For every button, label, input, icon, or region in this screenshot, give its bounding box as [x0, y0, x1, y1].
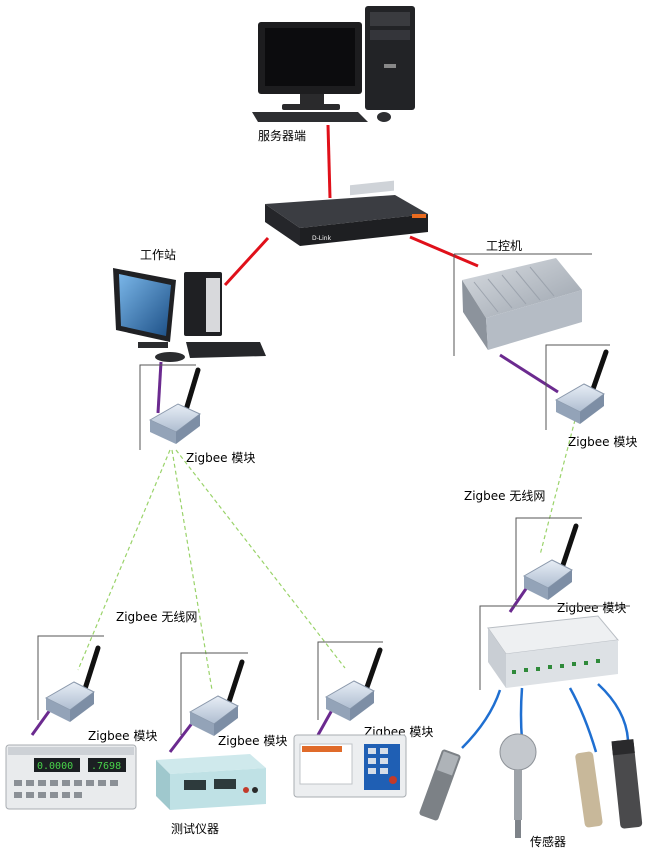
zigbee-module-workstation: [139, 364, 201, 450]
zigbee-module-workstation-label: Zigbee 模块: [186, 451, 255, 465]
wireless-ws-tester: [175, 449, 346, 669]
network-switch: D-Link: [265, 180, 428, 246]
instruments-label: 测试仪器: [171, 821, 219, 836]
zigbee-module-power-label: Zigbee 模块: [218, 734, 287, 748]
tester-instrument: [293, 734, 407, 798]
tester-module-link: [316, 709, 334, 736]
zigbee-module-power: [180, 652, 248, 736]
workstation-computer: [113, 268, 266, 362]
wired-links: [223, 124, 479, 287]
server-keyboard: [252, 112, 368, 122]
server-computer: [252, 6, 415, 122]
wireless-links: [77, 419, 576, 691]
switch-ipc-link: [409, 235, 479, 268]
power-supply-instrument: [156, 754, 266, 810]
zigbee-network-right-label: Zigbee 无线网: [464, 489, 545, 503]
zigbee-module-hub-label: Zigbee 模块: [557, 601, 626, 615]
switch-workstation-link: [223, 236, 270, 287]
meter-module-link: [30, 709, 52, 736]
workstation-mouse: [155, 352, 185, 362]
zigbee-module-tester: [317, 641, 383, 721]
workstation-module-link: [156, 361, 163, 414]
zigbee-module-meter: [37, 635, 104, 722]
workstation-keyboard: [186, 342, 266, 358]
zigbee-network-left-label: Zigbee 无线网: [116, 610, 197, 624]
digital-meter-instrument: 0.0000 .7698: [5, 744, 137, 810]
proximity-sensor: [611, 739, 643, 829]
pressure-sensor: [419, 749, 461, 821]
meter-display-1: 0.0000: [37, 761, 73, 772]
ipc-module-link: [499, 353, 559, 394]
industrial-pc: [453, 253, 592, 356]
data-acquisition-unit: [479, 605, 630, 690]
wireless-ws-power: [171, 449, 213, 691]
zigbee-module-ipc-label: Zigbee 模块: [568, 435, 637, 449]
wireless-ws-meter: [77, 449, 171, 671]
switch-brand: D-Link: [312, 235, 332, 242]
temperature-sensor: [499, 733, 537, 838]
zigbee-module-hub: [515, 517, 582, 600]
server-mouse: [377, 112, 391, 122]
wireless-ipc-hub: [539, 419, 576, 556]
meter-display-2: .7698: [91, 761, 121, 772]
zigbee-module-ipc: [545, 344, 610, 430]
server-label: 服务器端: [258, 128, 306, 143]
power-module-link: [168, 721, 195, 753]
module-links: [30, 353, 559, 753]
server-switch-link: [326, 124, 332, 199]
zigbee-module-meter-label: Zigbee 模块: [88, 729, 157, 743]
sensor-cables: [461, 683, 630, 753]
ipc-label: 工控机: [486, 239, 522, 253]
level-sensor: [575, 751, 603, 828]
sensors-label: 传感器: [530, 834, 566, 849]
workstation-label: 工作站: [140, 248, 176, 262]
